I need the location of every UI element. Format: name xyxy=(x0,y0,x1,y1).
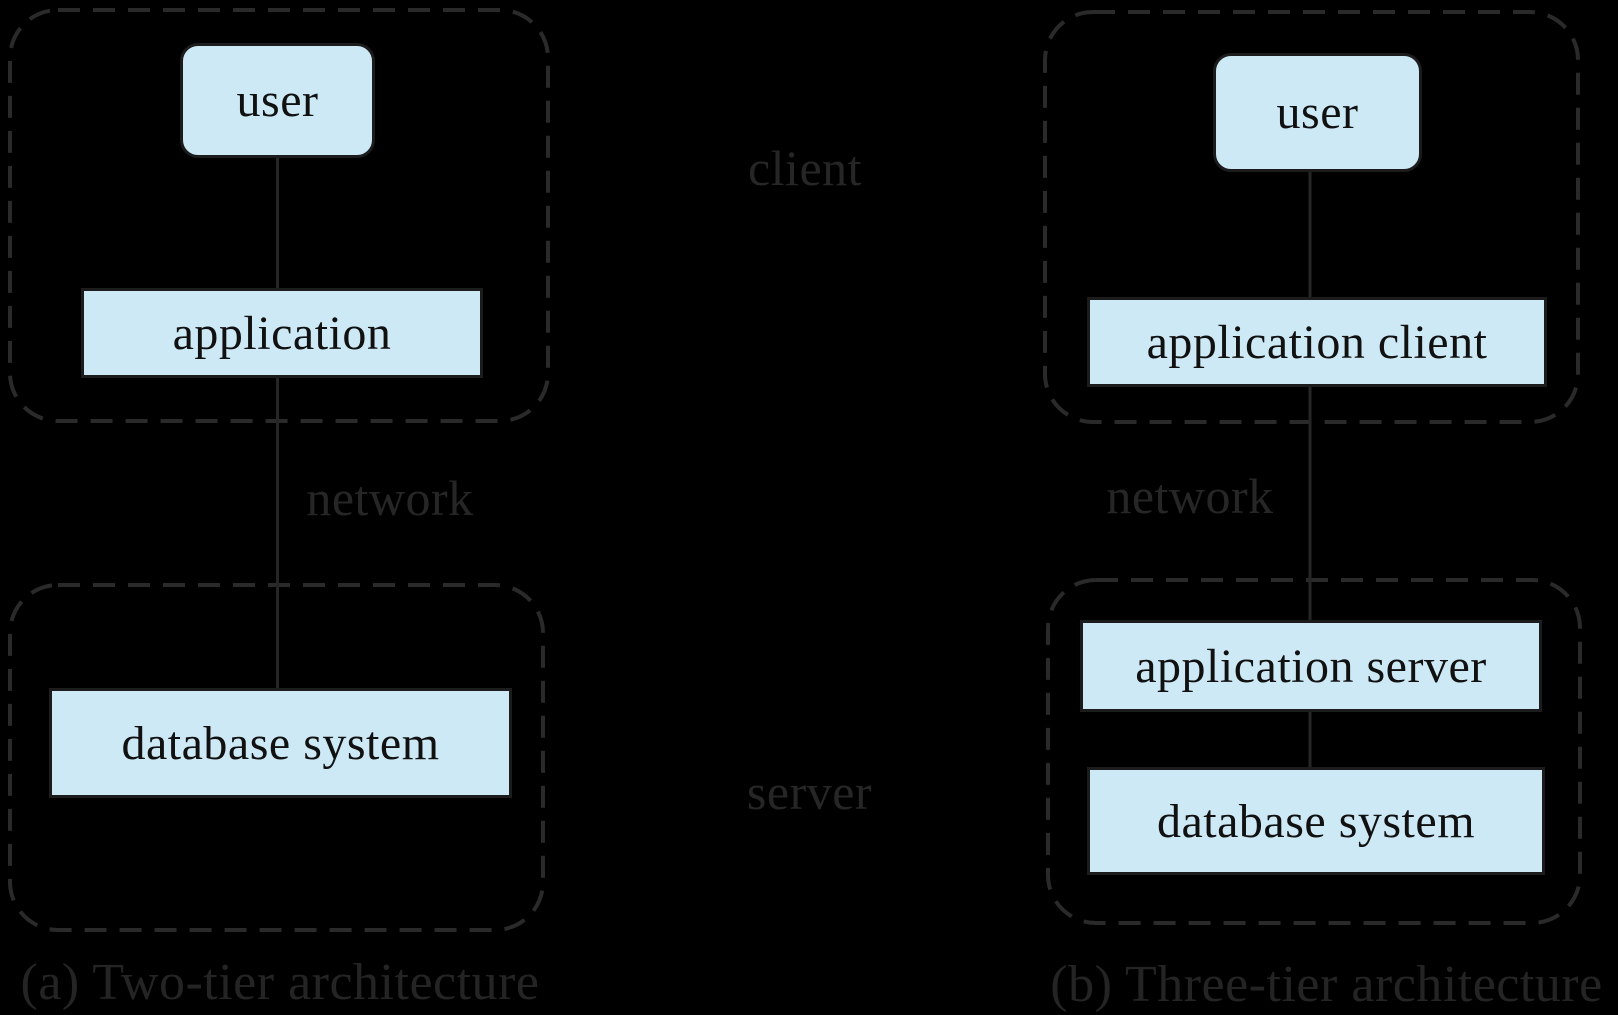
two-tier-network-label: network xyxy=(306,470,474,526)
two-tier-application-node: application xyxy=(81,288,483,378)
three-tier-network-label: network xyxy=(1106,468,1274,524)
client-tier-label: client xyxy=(747,140,863,196)
two-tier-user-label: user xyxy=(236,74,319,127)
two-tier-user-node: user xyxy=(180,43,375,158)
three-tier-application-server-label: application server xyxy=(1135,639,1487,693)
two-tier-caption: (a) Two-tier architecture xyxy=(20,953,540,1011)
three-tier-server-group-outline xyxy=(1046,578,1582,925)
three-tier-caption: (b) Three-tier architecture xyxy=(1050,955,1603,1013)
two-tier-database-label: database system xyxy=(121,716,440,770)
three-tier-user-node: user xyxy=(1213,53,1422,172)
two-tier-application-label: application xyxy=(172,306,392,360)
three-tier-application-client-node: application client xyxy=(1087,297,1547,387)
three-tier-database-node: database system xyxy=(1087,767,1545,875)
two-tier-database-node: database system xyxy=(49,688,512,798)
three-tier-application-client-label: application client xyxy=(1146,315,1488,369)
three-tier-user-label: user xyxy=(1276,86,1359,139)
three-tier-database-label: database system xyxy=(1156,794,1476,848)
server-tier-label: server xyxy=(746,764,873,820)
three-tier-application-server-node: application server xyxy=(1080,620,1542,712)
